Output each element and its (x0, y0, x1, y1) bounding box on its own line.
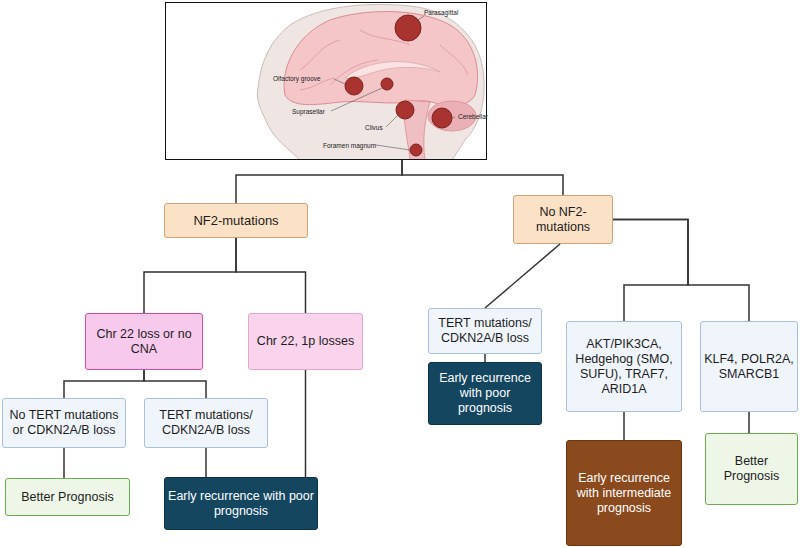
category-box: No NF2- mutations (513, 195, 613, 244)
brain-illustration-frame: ParasagittalOlfactory grooveSuprasellarC… (165, 2, 487, 160)
tree-connector (236, 238, 306, 313)
outcome-box: Better Prognosis (5, 478, 130, 516)
tree-connector (144, 238, 236, 313)
tree-connector (402, 160, 563, 195)
mutation-box: TERT mutations/ CDKN2A/B loss (144, 398, 268, 448)
outcome-box: Early recurrence with poor prognosis (164, 477, 318, 530)
location-label: Parasagittal (424, 10, 458, 17)
node-text: Better Prognosis (18, 490, 116, 505)
tree-connector (484, 354, 486, 362)
category-box: NF2-mutations (164, 203, 308, 238)
outcome-box: Early recurrence with poor prognosis (428, 362, 542, 425)
location-label: Suprasellar (292, 109, 325, 116)
node-text: Early recurrence with poor prognosis (429, 371, 541, 416)
copy-number-box: Chr 22, 1p losses (248, 313, 363, 370)
node-text: No TERT mutations or CDKN2A/B loss (3, 408, 125, 438)
tree-connector (305, 370, 307, 477)
tree-connector (63, 448, 65, 478)
node-text: Early recurrence with poor prognosis (165, 489, 317, 519)
node-text: Better Prognosis (706, 454, 797, 484)
corpus-callosum (345, 62, 440, 79)
brain-illustration (165, 2, 487, 160)
mutation-box: No TERT mutations or CDKN2A/B loss (2, 398, 126, 448)
location-label: Clivus (365, 125, 383, 132)
tumor (345, 77, 363, 95)
location-label: Cerebellar (458, 114, 488, 121)
leader-line (331, 16, 455, 150)
outcome-box: Better Prognosis (705, 433, 798, 505)
tumor (410, 144, 422, 156)
node-text: TERT mutations/ CDKN2A/B loss (429, 316, 541, 346)
location-label: Olfactory groove (273, 76, 321, 83)
tree-connector (613, 220, 688, 322)
node-text: Chr 22, 1p losses (254, 334, 357, 349)
tumor (381, 78, 393, 90)
mutation-box: KLF4, POLR2A, SMARCB1 (700, 321, 798, 412)
outcome-box: Early recurrence with intermediate progn… (566, 440, 682, 546)
node-text: Early recurrence with intermediate progn… (567, 471, 681, 516)
tree-connector (485, 244, 560, 308)
node-text: AKT/PIK3CA, Hedgehog (SMO, SUFU), TRAF7,… (567, 337, 681, 397)
brain-shape (284, 12, 478, 107)
brain-gyri (300, 30, 468, 90)
mutation-box: TERT mutations/ CDKN2A/B loss (428, 308, 542, 354)
node-text: TERT mutations/ CDKN2A/B loss (145, 408, 267, 438)
mutation-box: AKT/PIK3CA, Hedgehog (SMO, SUFU), TRAF7,… (566, 321, 682, 412)
tree-connector (64, 370, 144, 398)
tree-connector (748, 412, 750, 433)
tumor (395, 15, 421, 41)
node-text: NF2-mutations (190, 213, 281, 229)
tree-connector (236, 160, 402, 203)
tumor (396, 101, 414, 119)
tumor (432, 108, 452, 128)
tree-connector (144, 370, 206, 398)
node-text: Chr 22 loss or no CNA (86, 327, 202, 357)
node-text: No NF2- mutations (514, 205, 612, 235)
tree-connector (205, 448, 207, 477)
tree-connector (623, 412, 625, 440)
location-label: Foramen magnum (323, 143, 376, 150)
head-silhouette (257, 4, 484, 160)
tree-connector (613, 220, 749, 322)
copy-number-box: Chr 22 loss or no CNA (85, 313, 203, 370)
node-text: KLF4, POLR2A, SMARCB1 (701, 352, 797, 382)
